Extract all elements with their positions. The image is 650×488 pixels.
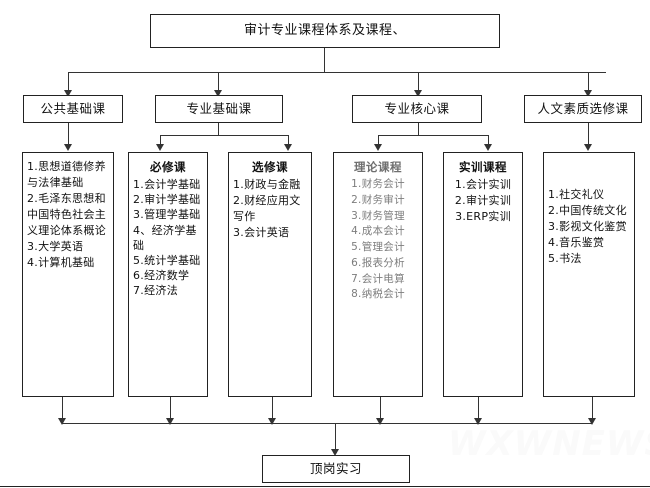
column-item: 5.管理会计 [351,241,405,253]
column-elective-courses: 选修课 1.财政与金融 2.财经应用文写作 3.会计英语 [228,152,312,397]
column-item: 4.成本会计 [351,225,405,238]
category-box-humanities-elective: 人文素质选修课 [524,95,642,123]
column-inner: 理论课程 1.财务会计 2.财务审计 3.财务管理 4.成本会计 5.管理会计 … [338,159,418,303]
connector-category-bus [68,72,606,73]
column-inner: 1.社交礼仪 2.中国传统文化 3.影视文化鉴赏 4.音乐鉴赏 5.书法 [548,159,630,267]
column-inner: 选修课 1.财政与金融 2.财经应用文写作 3.会计英语 [233,159,307,241]
arrowhead-col-public-basic [64,144,72,151]
arrowhead-col-theory [374,144,382,151]
connector-to-internship [335,423,336,452]
arrowhead-bus-col4 [376,418,384,425]
column-item: 2.毛泽东思想和中国特色社会主义理论体系概论 [27,191,107,237]
column-item: 3.影视文化鉴赏 [548,219,627,233]
column-theory-courses: 理论课程 1.财务会计 2.财务审计 3.财务管理 4.成本会计 5.管理会计 … [333,152,423,397]
column-item: 4.音乐鉴赏 [548,235,605,249]
arrowhead-bus-col5 [474,418,482,425]
column-heading: 必修课 [150,160,186,174]
arrowhead-bus-col1 [58,418,66,425]
column-item: 8.纳税会计 [351,288,405,301]
arrowhead-major-basic [214,90,222,97]
connector-col5-down [478,397,479,420]
column-heading: 实训课程 [459,160,507,174]
column-item: 1.思想道德修养与法律基础 [27,160,106,189]
arrowhead-col-training [484,144,492,151]
title-box: 审计专业课程体系及课程、 [150,14,500,48]
arrowhead-bus-col2 [166,418,174,425]
category-box-public-basic: 公共基础课 [23,95,123,123]
arrowhead-col-required [156,144,164,151]
connector-title-stem [324,48,325,72]
column-item: 3.管理学基础 4、经济学基础 [133,208,201,252]
column-humanities-courses: 1.社交礼仪 2.中国传统文化 3.影视文化鉴赏 4.音乐鉴赏 5.书法 [543,152,635,397]
connector-major-basic-stem [218,123,219,135]
column-item: 1.会计学基础 2.审计学基础 [133,178,201,207]
connector-major-core-bus [378,135,488,136]
column-public-basic-courses: 1.思想道德修养与法律基础 2.毛泽东思想和中国特色社会主义理论体系概论 3.大… [22,152,114,397]
connector-to-theory [378,135,379,146]
arrowhead-col-elective [284,144,292,151]
connector-to-required [160,135,161,146]
arrowhead-humanities [584,90,592,97]
arrowhead-major-core [414,90,422,97]
connector-humanities-down [588,123,589,146]
bottom-box-internship: 顶岗实习 [262,455,410,483]
column-item: 2.财经应用文写作 [233,193,301,223]
column-item: 2.中国传统文化 [548,203,627,217]
column-item: 5.书法 [548,251,582,265]
category-box-major-basic: 专业基础课 [155,95,283,123]
connector-col6-down [592,397,593,420]
arrowhead-col-humanities [584,144,592,151]
connector-to-major-core [418,72,419,92]
connector-col1-down [62,397,63,420]
connector-to-major-basic [218,72,219,92]
arrowhead-bus-col3 [268,418,276,425]
column-heading: 选修课 [252,160,288,174]
connector-major-basic-bus [160,135,288,136]
column-item: 4.计算机基础 [27,255,95,269]
column-item: 1.财务会计 [351,178,405,190]
connector-bottom-bus [62,423,592,424]
category-box-major-core: 专业核心课 [352,95,482,123]
column-item: 6.报表分析 [351,256,405,269]
connector-col2-down [170,397,171,420]
column-item: 3.ERP实训 [455,209,511,223]
column-practical-training-courses: 实训课程 1.会计实训 2.审计实训 3.ERP实训 [443,152,523,397]
connector-to-elective [288,135,289,146]
frame-bottom-rule [0,486,650,487]
connector-public-basic-down [68,123,69,146]
column-item: 7.经济法 [133,284,178,298]
column-item: 3.会计英语 [233,225,290,239]
arrowhead-bus-col6 [588,418,596,425]
connector-to-training [488,135,489,146]
column-item: 2.财务审计 [351,193,405,206]
column-item: 1.会计实训 [454,178,512,191]
column-item: 7.会计电算 [351,272,405,285]
column-item: 1.社交礼仪 [548,188,605,201]
connector-col4-down [380,397,381,420]
column-item: 2.审计实训 [454,193,512,207]
connector-major-core-stem [418,123,419,135]
column-item: 3.大学英语 [27,239,84,253]
column-inner: 1.思想道德修养与法律基础 2.毛泽东思想和中国特色社会主义理论体系概论 3.大… [27,159,109,271]
column-item: 1.财政与金融 [233,178,301,191]
arrowhead-public-basic [64,90,72,97]
watermark-text: WXWNEWS [448,424,650,464]
connector-to-humanities [588,72,589,92]
connector-col3-down [272,397,273,420]
connector-to-public-basic [68,72,69,92]
column-item: 3.财务管理 [351,209,405,222]
column-inner: 必修课 1.会计学基础 2.审计学基础 3.管理学基础 4、经济学基础 5.统计… [133,159,203,298]
column-inner: 实训课程 1.会计实训 2.审计实训 3.ERP实训 [448,159,518,225]
arrowhead-internship [331,449,339,456]
column-item: 5.统计学基础 6.经济数学 [133,253,201,283]
column-heading: 理论课程 [354,160,402,174]
column-required-courses: 必修课 1.会计学基础 2.审计学基础 3.管理学基础 4、经济学基础 5.统计… [128,152,208,397]
